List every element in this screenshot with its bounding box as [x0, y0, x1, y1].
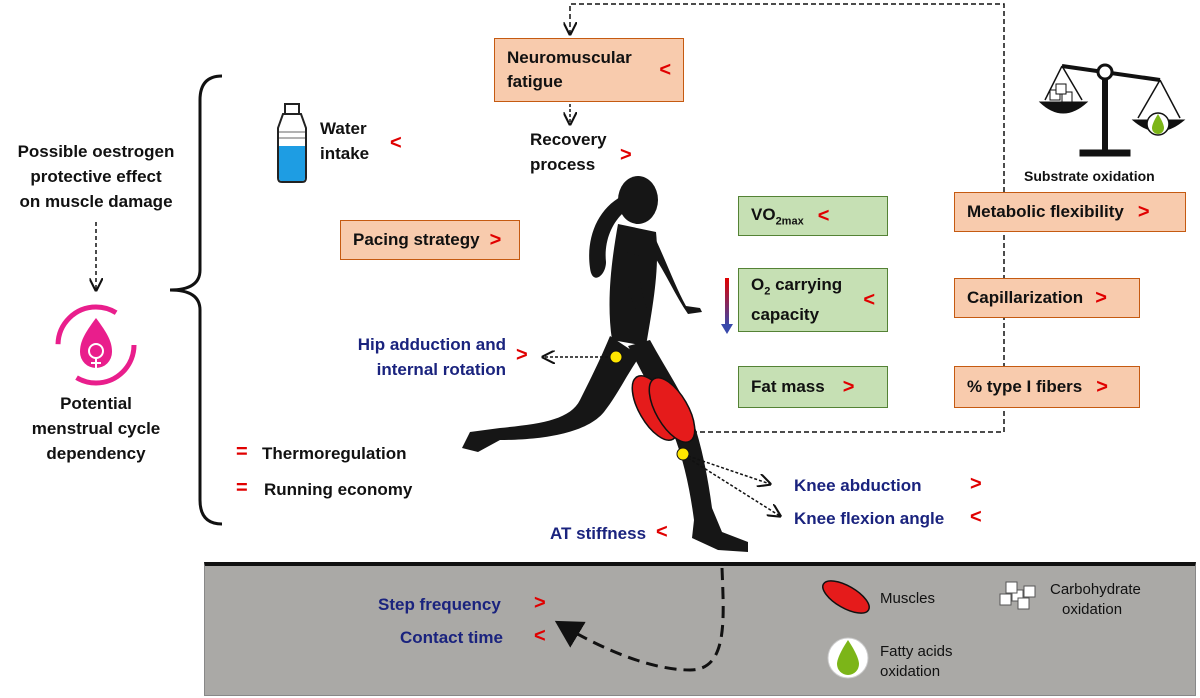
recovery-line1: Recovery — [530, 130, 607, 149]
capill-label: Capillarization — [967, 288, 1084, 307]
menstrual-line1: Potential — [60, 394, 132, 413]
o2-main: O — [751, 274, 765, 294]
recovery-process-label: Recovery process — [530, 127, 607, 177]
curly-brace — [169, 74, 223, 526]
o2-capacity-box: O2 carrying capacity < — [738, 268, 888, 332]
capillarization-box: Capillarization > — [954, 278, 1140, 318]
o2-symbol: < — [863, 288, 875, 311]
pacing-symbol: > — [489, 228, 502, 251]
knee-flexion-label: Knee flexion angle — [794, 509, 945, 528]
hip-symbol: > — [516, 344, 528, 366]
contact-time-label: Contact time — [400, 628, 503, 647]
legend-muscle-icon — [822, 580, 870, 614]
fat-symbol: > — [842, 375, 855, 398]
hip-adduction-label: Hip adduction and internal rotation — [340, 332, 506, 382]
neuro-line1: Neuromuscular — [507, 48, 632, 67]
water-line2: intake — [320, 144, 370, 163]
water-symbol: < — [390, 132, 402, 154]
ground — [204, 562, 1196, 696]
feedback-loop — [570, 3, 1005, 433]
step-frequency-label: Step frequency — [378, 595, 501, 614]
menstrual-text: Potential menstrual cycle dependency — [8, 391, 184, 466]
menstrual-line3: dependency — [46, 444, 146, 463]
fatty-line2: oxidation — [880, 663, 941, 680]
water-line1: Water — [320, 119, 367, 138]
substrate-oxidation-label: Substrate oxidation — [1024, 168, 1155, 184]
fat-label: Fat mass — [751, 377, 825, 396]
oestrogen-line3: on muscle damage — [19, 192, 173, 211]
running-economy-label: Running economy — [264, 480, 413, 499]
metabolic-label: Metabolic flexibility — [967, 202, 1124, 221]
water-intake-label: Water intake — [320, 116, 369, 166]
neuro-symbol: < — [659, 58, 671, 81]
vo2max-box: VO2max < — [738, 196, 888, 236]
pacing-strategy-box: Pacing strategy > — [340, 220, 520, 260]
fibers-symbol: > — [1096, 375, 1108, 398]
contact-time-symbol: < — [534, 625, 546, 647]
vo2-sub: 2max — [775, 215, 804, 228]
at-stiffness-label: AT stiffness — [550, 524, 647, 543]
carb-line2: oxidation — [1062, 601, 1123, 618]
fibers-label: % type I fibers — [967, 377, 1083, 396]
legend-carbohydrate: Carbohydrate oxidation — [1050, 580, 1141, 620]
metabolic-symbol: > — [1137, 200, 1150, 223]
recovery-line2: process — [530, 155, 596, 174]
water-bottle-icon — [277, 103, 307, 183]
knee-abduction-symbol: > — [970, 473, 982, 495]
o2-line2: capacity — [751, 305, 820, 325]
economy-symbol: = — [236, 477, 248, 499]
o2-decrease-arrow — [725, 278, 729, 326]
knee-abduction-label: Knee abduction — [794, 476, 922, 495]
vo2-symbol: < — [817, 204, 830, 227]
oestrogen-text: Possible oestrogen protective effect on … — [8, 139, 184, 214]
legend-fatty-acids: Fatty acids oxidation — [880, 642, 953, 682]
fatty-line1: Fatty acids — [880, 643, 953, 660]
thermoregulation-label: Thermoregulation — [262, 444, 407, 463]
at-stiffness-symbol: < — [656, 521, 668, 543]
knee-joint — [676, 447, 690, 461]
oestrogen-line2: protective effect — [30, 167, 162, 186]
fat-mass-box: Fat mass > — [738, 366, 888, 408]
neuro-line2: fatigue — [507, 72, 563, 91]
type1-fibers-box: % type I fibers > — [954, 366, 1140, 408]
pacing-label: Pacing strategy — [353, 230, 480, 249]
scale-icon — [1038, 63, 1186, 157]
vo2max-label: VO2max — [751, 205, 804, 227]
hip-line1: Hip adduction and — [357, 335, 506, 354]
thermo-symbol: = — [236, 441, 248, 463]
o2-rest: carrying — [770, 274, 843, 294]
hip-line2: internal rotation — [376, 360, 506, 379]
carb-line1: Carbohydrate — [1050, 581, 1141, 598]
recovery-symbol: > — [620, 144, 632, 166]
female-cycle-icon — [55, 304, 137, 386]
capill-symbol: > — [1095, 286, 1107, 309]
metabolic-flexibility-box: Metabolic flexibility > — [954, 192, 1186, 232]
knee-flexion-symbol: < — [970, 506, 982, 528]
legend-muscles: Muscles — [880, 590, 936, 607]
ground-contact-arrow — [554, 567, 725, 672]
menstrual-line2: menstrual cycle — [31, 419, 161, 438]
sugar-cubes-icon — [999, 581, 1036, 610]
neuromuscular-fatigue-box: Neuromuscular fatigue < — [494, 38, 684, 102]
oestrogen-line1: Possible oestrogen — [17, 142, 175, 161]
hip-joint — [609, 350, 623, 364]
o2-sub: 2 — [764, 285, 771, 298]
oil-drop-icon — [827, 637, 869, 679]
step-frequency-symbol: > — [534, 592, 546, 614]
vo2-main: VO — [751, 204, 776, 224]
